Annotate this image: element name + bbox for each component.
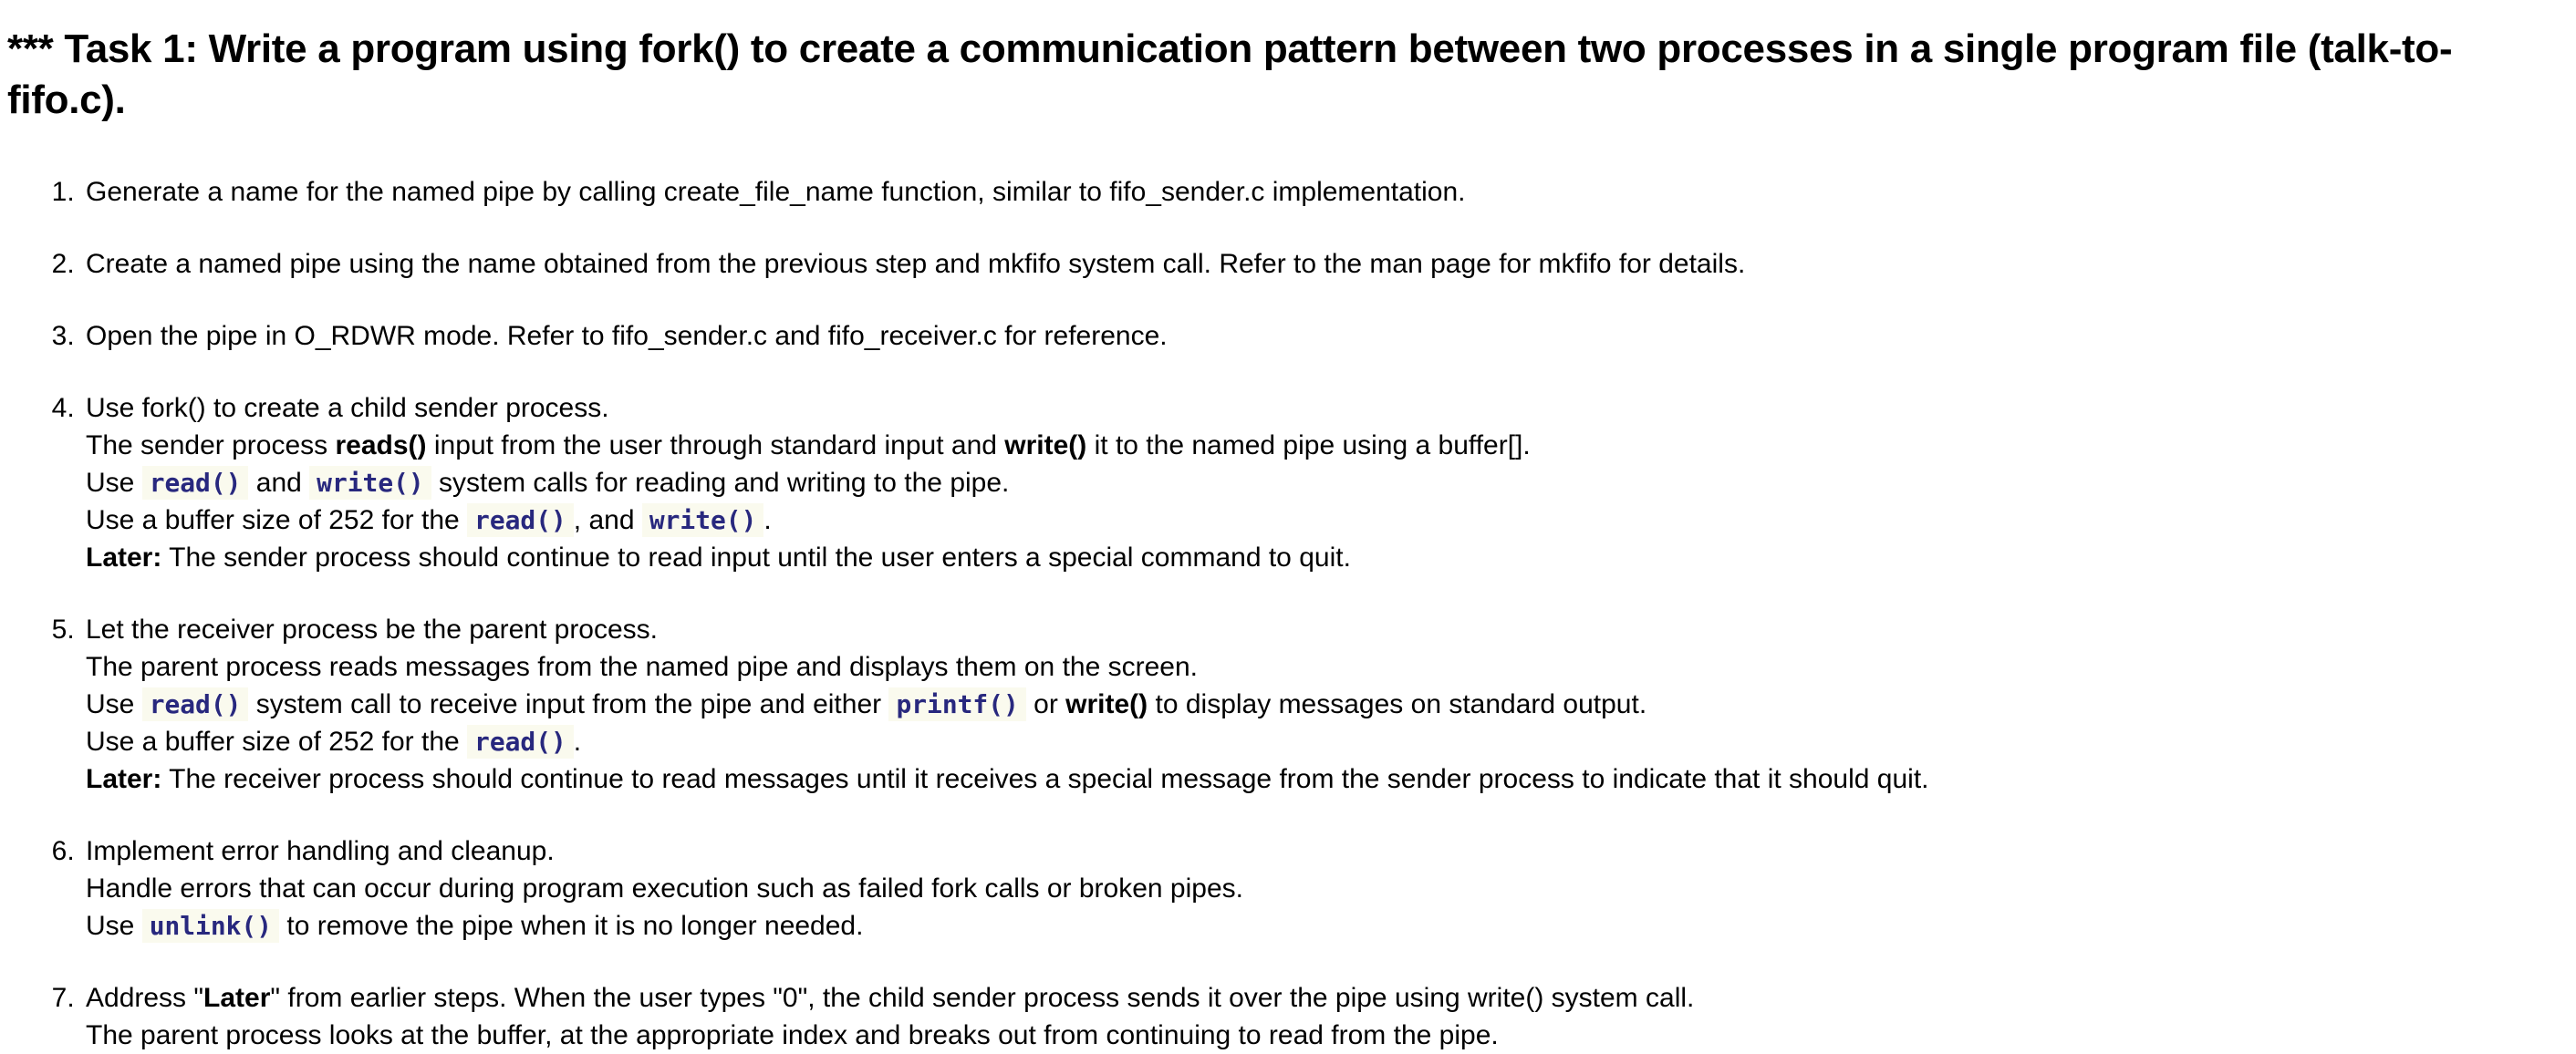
task-item: Use fork() to create a child sender proc… — [82, 389, 2567, 576]
task-line: Let the receiver process be the parent p… — [86, 611, 2567, 648]
task-line: The parent process reads messages from t… — [86, 648, 2567, 686]
text: to display messages on standard output. — [1148, 689, 1647, 719]
task-item: Open the pipe in O_RDWR mode. Refer to f… — [82, 317, 2567, 355]
bold-text: write() — [1004, 430, 1087, 460]
task-line: Use a buffer size of 252 for the read(),… — [86, 501, 2567, 539]
task-line: Later: The receiver process should conti… — [86, 760, 2567, 798]
text: Implement error handling and cleanup. — [86, 836, 555, 866]
inline-code: read() — [141, 687, 249, 721]
text: , and — [573, 505, 642, 535]
inline-code: write() — [309, 466, 431, 500]
task-line: Generate a name for the named pipe by ca… — [86, 173, 2567, 211]
bold-text: reads() — [335, 430, 427, 460]
text: Create a named pipe using the name obtai… — [86, 249, 1746, 279]
bold-text: Later: — [86, 542, 162, 573]
text: . — [763, 505, 772, 535]
task-item: Implement error handling and cleanup. Han… — [82, 832, 2567, 945]
task-line: Create a named pipe using the name obtai… — [86, 245, 2567, 283]
text: Use a buffer size of 252 for the — [86, 727, 468, 757]
task-item: Let the receiver process be the parent p… — [82, 611, 2567, 798]
task-line: The parent process looks at the buffer, … — [86, 1017, 2567, 1054]
inline-code: printf() — [888, 687, 1026, 721]
task-line: Later: The sender process should continu… — [86, 539, 2567, 576]
bold-text: Later: — [86, 764, 162, 794]
inline-code: unlink() — [141, 909, 280, 943]
text: Open the pipe in O_RDWR mode. Refer to f… — [86, 321, 1168, 351]
inline-code: write() — [641, 503, 764, 537]
task-line: Handle errors that can occur during prog… — [86, 870, 2567, 907]
inline-code: read() — [141, 466, 249, 500]
task-list: Generate a name for the named pipe by ca… — [7, 173, 2567, 1054]
task-line: Use unlink() to remove the pipe when it … — [86, 907, 2567, 945]
text: The parent process looks at the buffer, … — [86, 1020, 1499, 1050]
text: Use — [86, 689, 142, 719]
task-item: Address "Later" from earlier steps. When… — [82, 979, 2567, 1054]
text: Use — [86, 911, 142, 941]
task-line: Open the pipe in O_RDWR mode. Refer to f… — [86, 317, 2567, 355]
text: Use a buffer size of 252 for the — [86, 505, 468, 535]
text: input from the user through standard inp… — [426, 430, 1005, 460]
inline-code: read() — [467, 725, 574, 759]
text: . — [573, 727, 582, 757]
task-line: Use fork() to create a child sender proc… — [86, 389, 2567, 427]
task-line: Address "Later" from earlier steps. When… — [86, 979, 2567, 1017]
text: Address " — [86, 983, 204, 1013]
task-line: The sender process reads() input from th… — [86, 427, 2567, 464]
text: system call to receive input from the pi… — [248, 689, 889, 719]
text: Handle errors that can occur during prog… — [86, 873, 1243, 904]
text: system calls for reading and writing to … — [431, 468, 1010, 498]
task-line: Implement error handling and cleanup. — [86, 832, 2567, 870]
text: Use fork() to create a child sender proc… — [86, 393, 609, 423]
text: and — [248, 468, 310, 498]
text: Let the receiver process be the parent p… — [86, 615, 659, 645]
text: Generate a name for the named pipe by ca… — [86, 177, 1466, 207]
bold-text: write() — [1065, 689, 1148, 719]
task-item: Generate a name for the named pipe by ca… — [82, 173, 2567, 211]
text: Use — [86, 468, 142, 498]
task-item: Create a named pipe using the name obtai… — [82, 245, 2567, 283]
task-line: Use read() system call to receive input … — [86, 686, 2567, 723]
text: The sender process — [86, 430, 336, 460]
text: it to the named pipe using a buffer[]. — [1086, 430, 1531, 460]
task-line: Use read() and write() system calls for … — [86, 464, 2567, 501]
text: or — [1025, 689, 1066, 719]
task-title: *** Task 1: Write a program using fork()… — [7, 26, 2453, 122]
text: The receiver process should continue to … — [161, 764, 1929, 794]
text: The sender process should continue to re… — [161, 542, 1351, 573]
bold-text: Later — [203, 983, 271, 1013]
text: The parent process reads messages from t… — [86, 652, 1198, 682]
inline-code: read() — [467, 503, 574, 537]
task-line: Use a buffer size of 252 for the read(). — [86, 723, 2567, 760]
text: " from earlier steps. When the user type… — [270, 983, 1695, 1013]
text: to remove the pipe when it is no longer … — [279, 911, 864, 941]
